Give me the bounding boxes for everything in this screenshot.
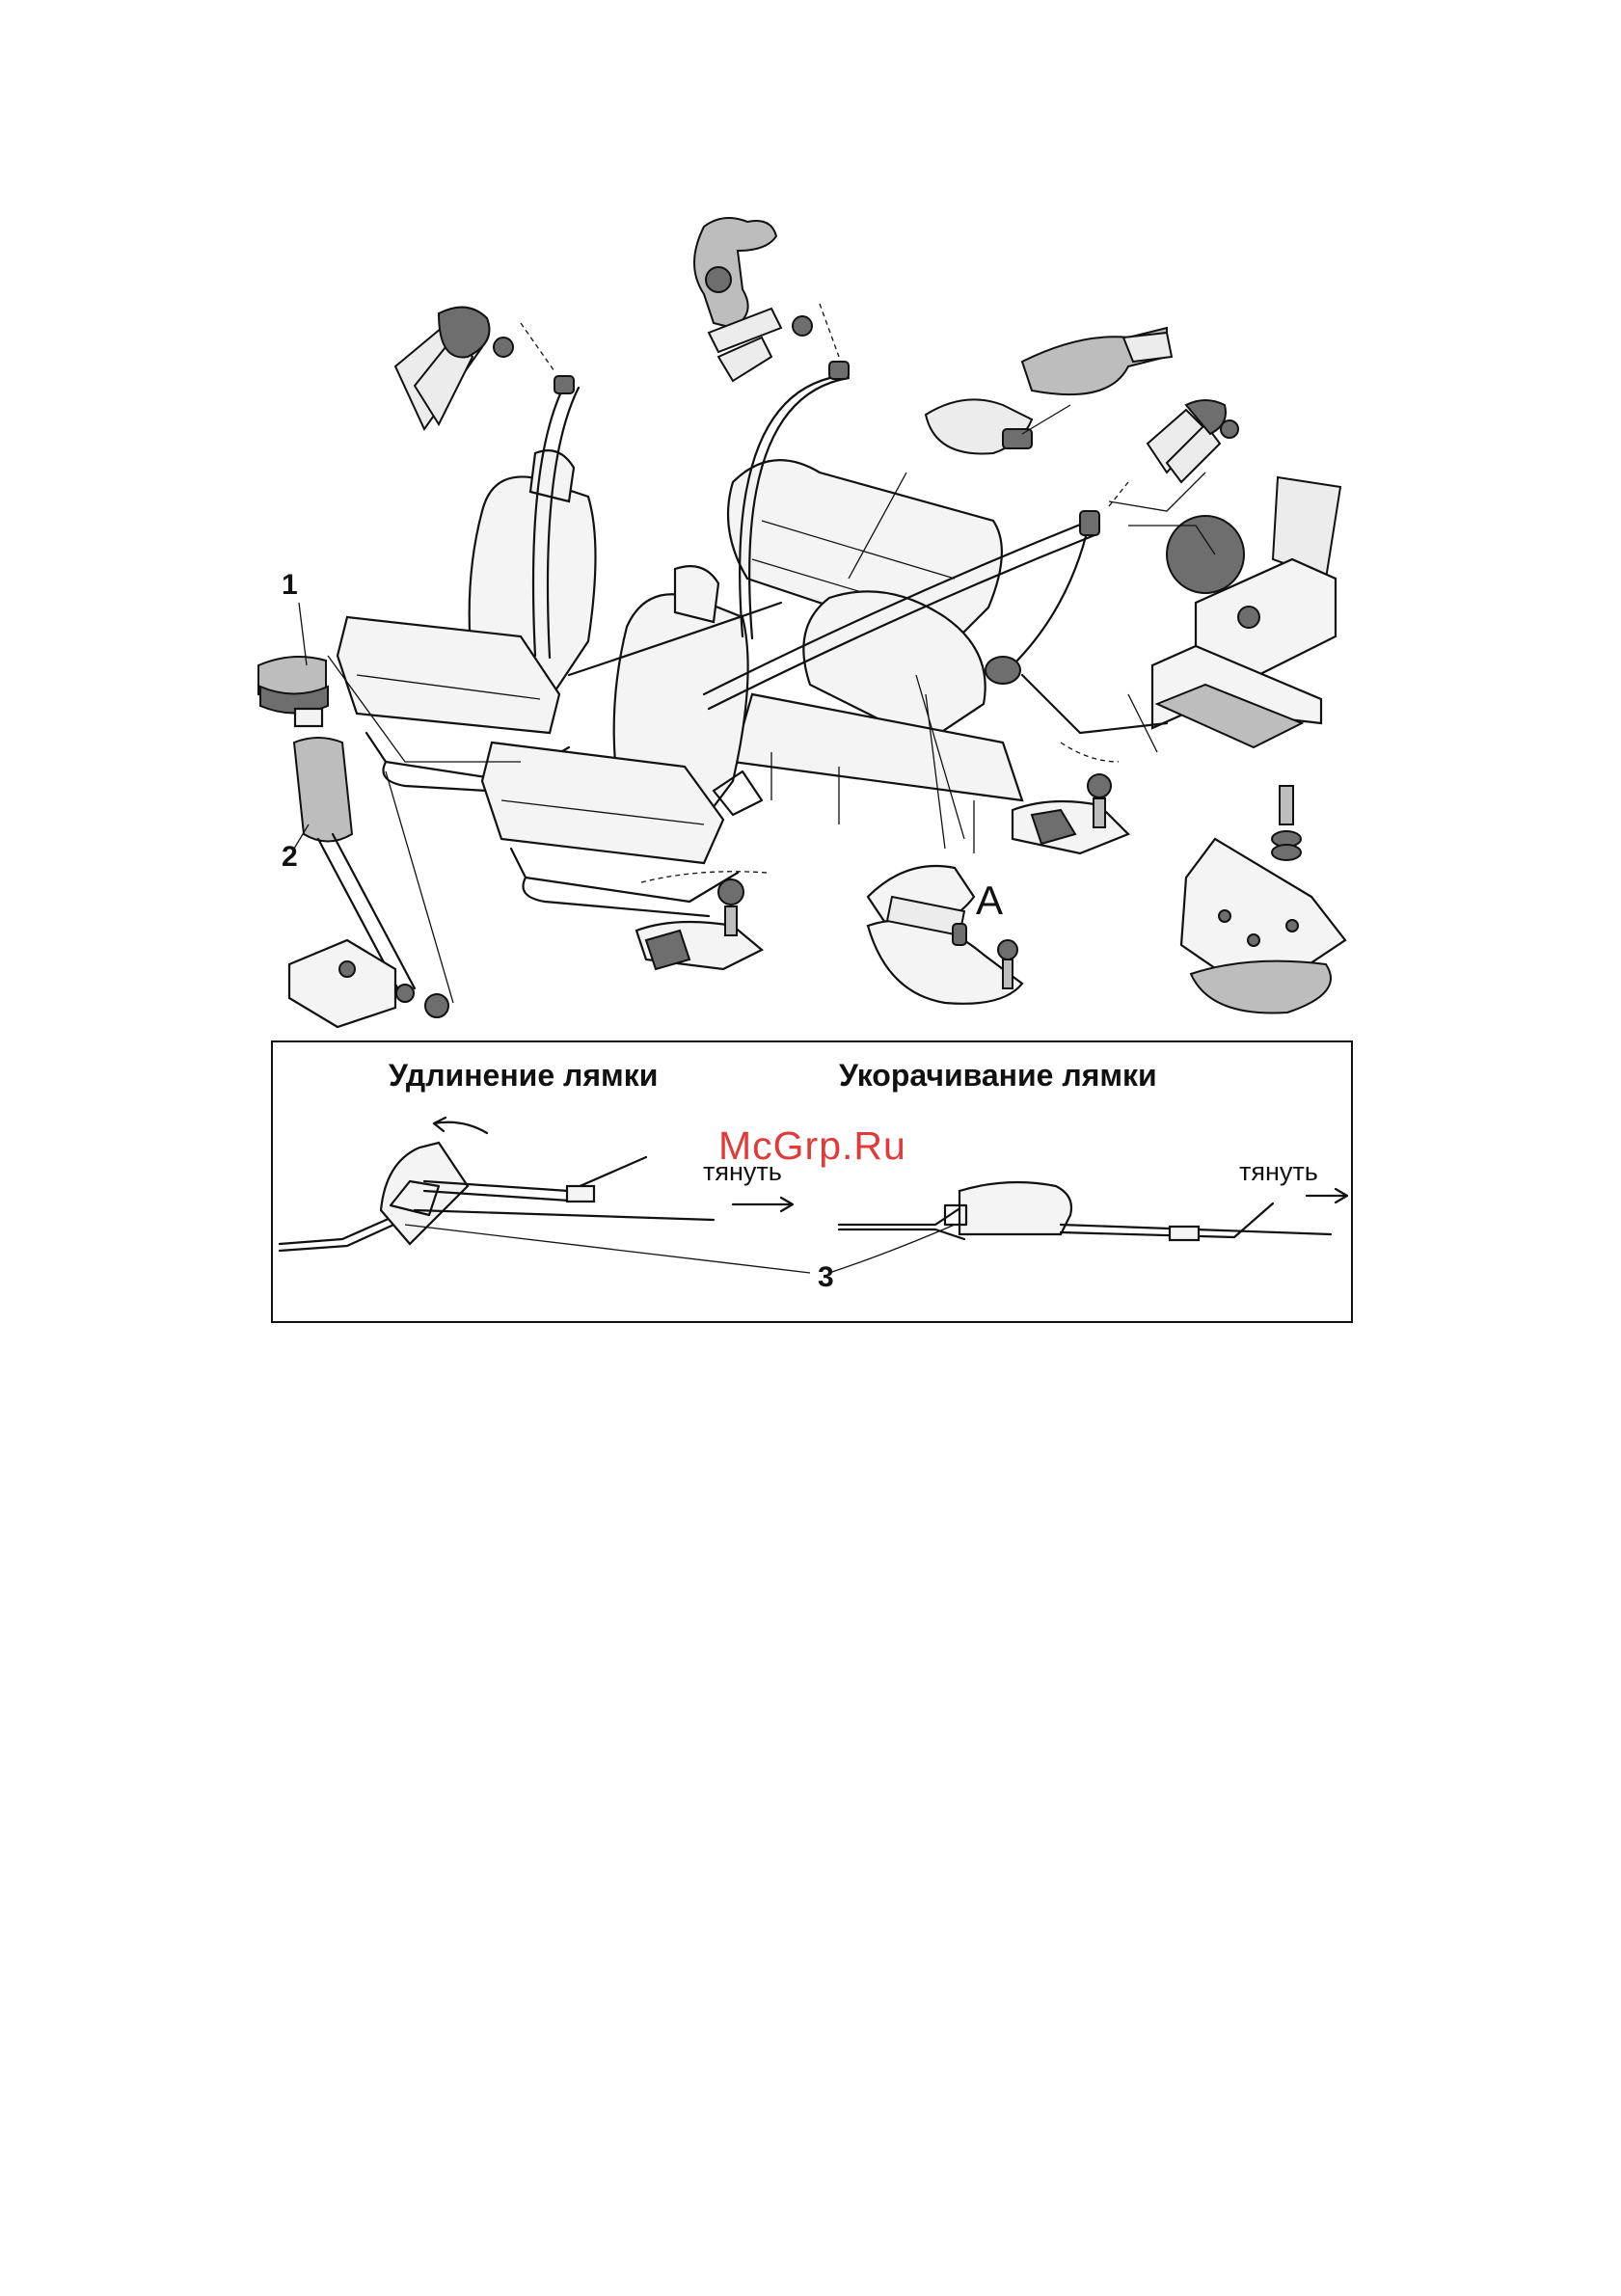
upper-anchor-detail-left (395, 308, 554, 429)
pull-label-right: тянуть (1239, 1157, 1318, 1187)
callout-3: 3 (818, 1261, 834, 1294)
floor-plate-detail (1181, 786, 1345, 1013)
upper-anchor-detail-right (1109, 400, 1238, 506)
shorten-heading: Укорачивание лямки (839, 1058, 1157, 1094)
watermark: McGrp.Ru (718, 1123, 906, 1169)
detail-a-label: A (976, 878, 1003, 924)
callout-1: 1 (282, 569, 298, 602)
buckle-detail (926, 328, 1172, 454)
lower-anchor-detail (636, 872, 767, 969)
front-left-seat (338, 450, 596, 796)
part-2-buckle-stalk (289, 738, 448, 1027)
part-1-tongue (258, 657, 328, 726)
lengthen-heading: Удлинение лямки (389, 1058, 658, 1094)
lower-anchor-detail-right (1013, 743, 1128, 853)
retractor-bracket-detail (1152, 477, 1340, 747)
rear-bench-seat (728, 460, 1022, 853)
upper-anchor-detail-center (694, 218, 839, 381)
callout-2: 2 (282, 841, 298, 874)
